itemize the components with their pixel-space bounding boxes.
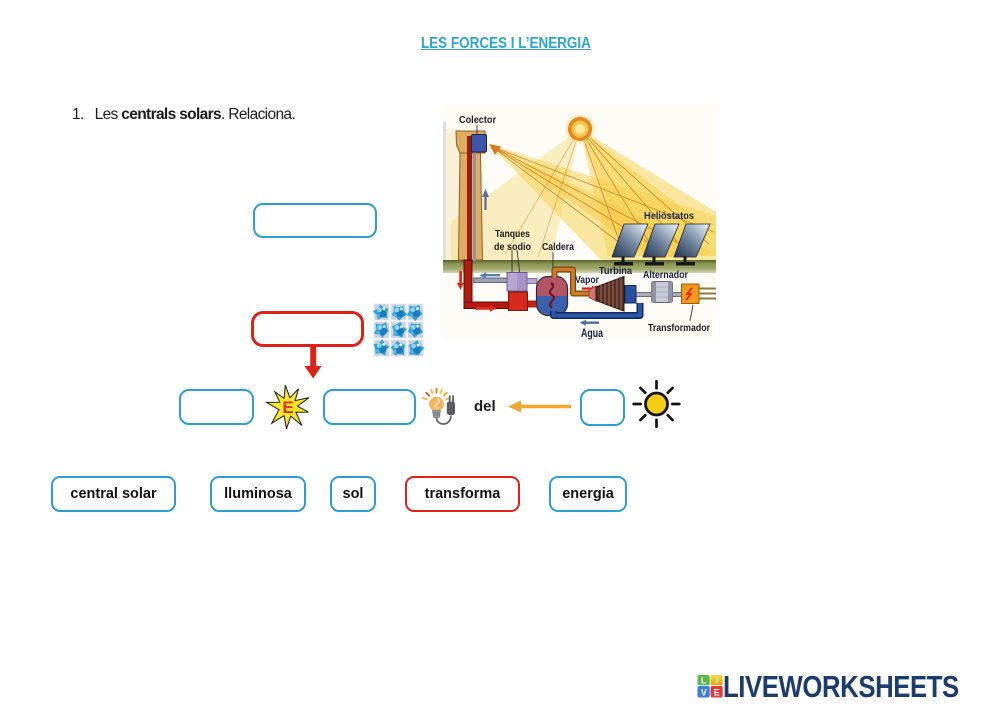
svg-text:Caldera: Caldera xyxy=(542,241,574,253)
svg-text:Alternador: Alternador xyxy=(643,269,688,281)
svg-text:E: E xyxy=(282,398,293,417)
svg-text:Turbina: Turbina xyxy=(599,265,632,277)
svg-text:L: L xyxy=(701,675,707,685)
svg-text:Agua: Agua xyxy=(581,328,603,340)
svg-text:V: V xyxy=(701,687,707,697)
svg-text:Tanques: Tanques xyxy=(495,228,530,240)
svg-text:Colector: Colector xyxy=(459,114,496,126)
svg-text:Helióstatos: Helióstatos xyxy=(644,210,694,222)
svg-text:Transformador: Transformador xyxy=(648,322,710,334)
svg-text:Vapor: Vapor xyxy=(575,274,599,286)
svg-text:de sodio: de sodio xyxy=(494,241,531,253)
svg-text:E: E xyxy=(714,687,720,697)
svg-text:I: I xyxy=(715,675,718,685)
